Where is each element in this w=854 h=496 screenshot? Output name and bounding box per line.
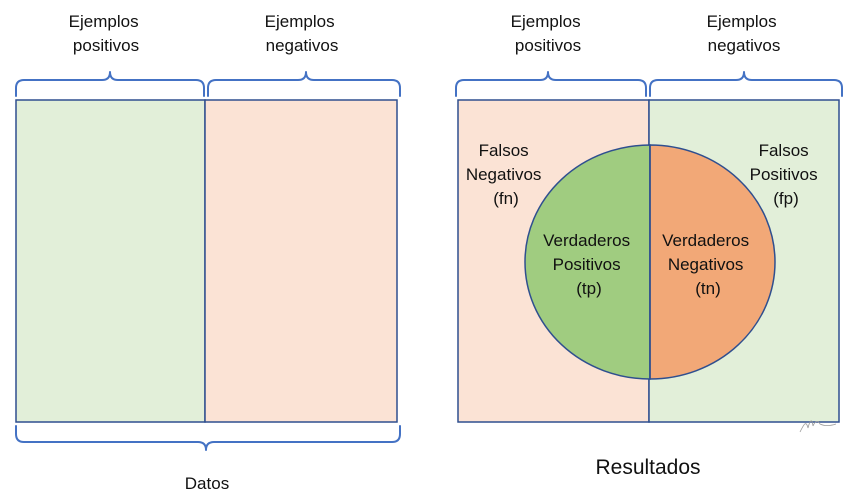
- signature-mark: [799, 420, 837, 433]
- data-brace: [15, 425, 401, 451]
- false-negatives-label: Falsos Negativos (fn): [466, 141, 546, 208]
- positive-results-brace: [455, 71, 647, 97]
- true-positives-label: Verdaderos Positivos (tp): [543, 231, 635, 298]
- data-panel: Ejemplos positivos Ejemplos negativos Da…: [15, 12, 401, 493]
- results-positive-label: Ejemplos positivos: [511, 12, 586, 55]
- negative-results-brace: [649, 71, 843, 97]
- results-negative-label: Ejemplos negativos: [707, 12, 782, 55]
- negative-examples-label: Ejemplos negativos: [265, 12, 340, 55]
- positive-examples-brace: [15, 71, 205, 97]
- results-caption: Resultados: [595, 456, 700, 479]
- false-positives-label: Falsos Positivos (fp): [750, 141, 823, 208]
- results-panel: Ejemplos positivos Ejemplos negativos Fa…: [455, 12, 843, 479]
- positive-examples-region: [15, 99, 206, 423]
- true-negatives-label: Verdaderos Negativos (tn): [662, 231, 754, 298]
- true-negatives-half: [649, 144, 776, 380]
- negative-examples-brace: [207, 71, 401, 97]
- true-positives-half: [524, 144, 651, 380]
- negative-examples-region: [204, 99, 398, 423]
- positive-examples-label: Ejemplos positivos: [69, 12, 144, 55]
- data-caption: Datos: [185, 474, 229, 493]
